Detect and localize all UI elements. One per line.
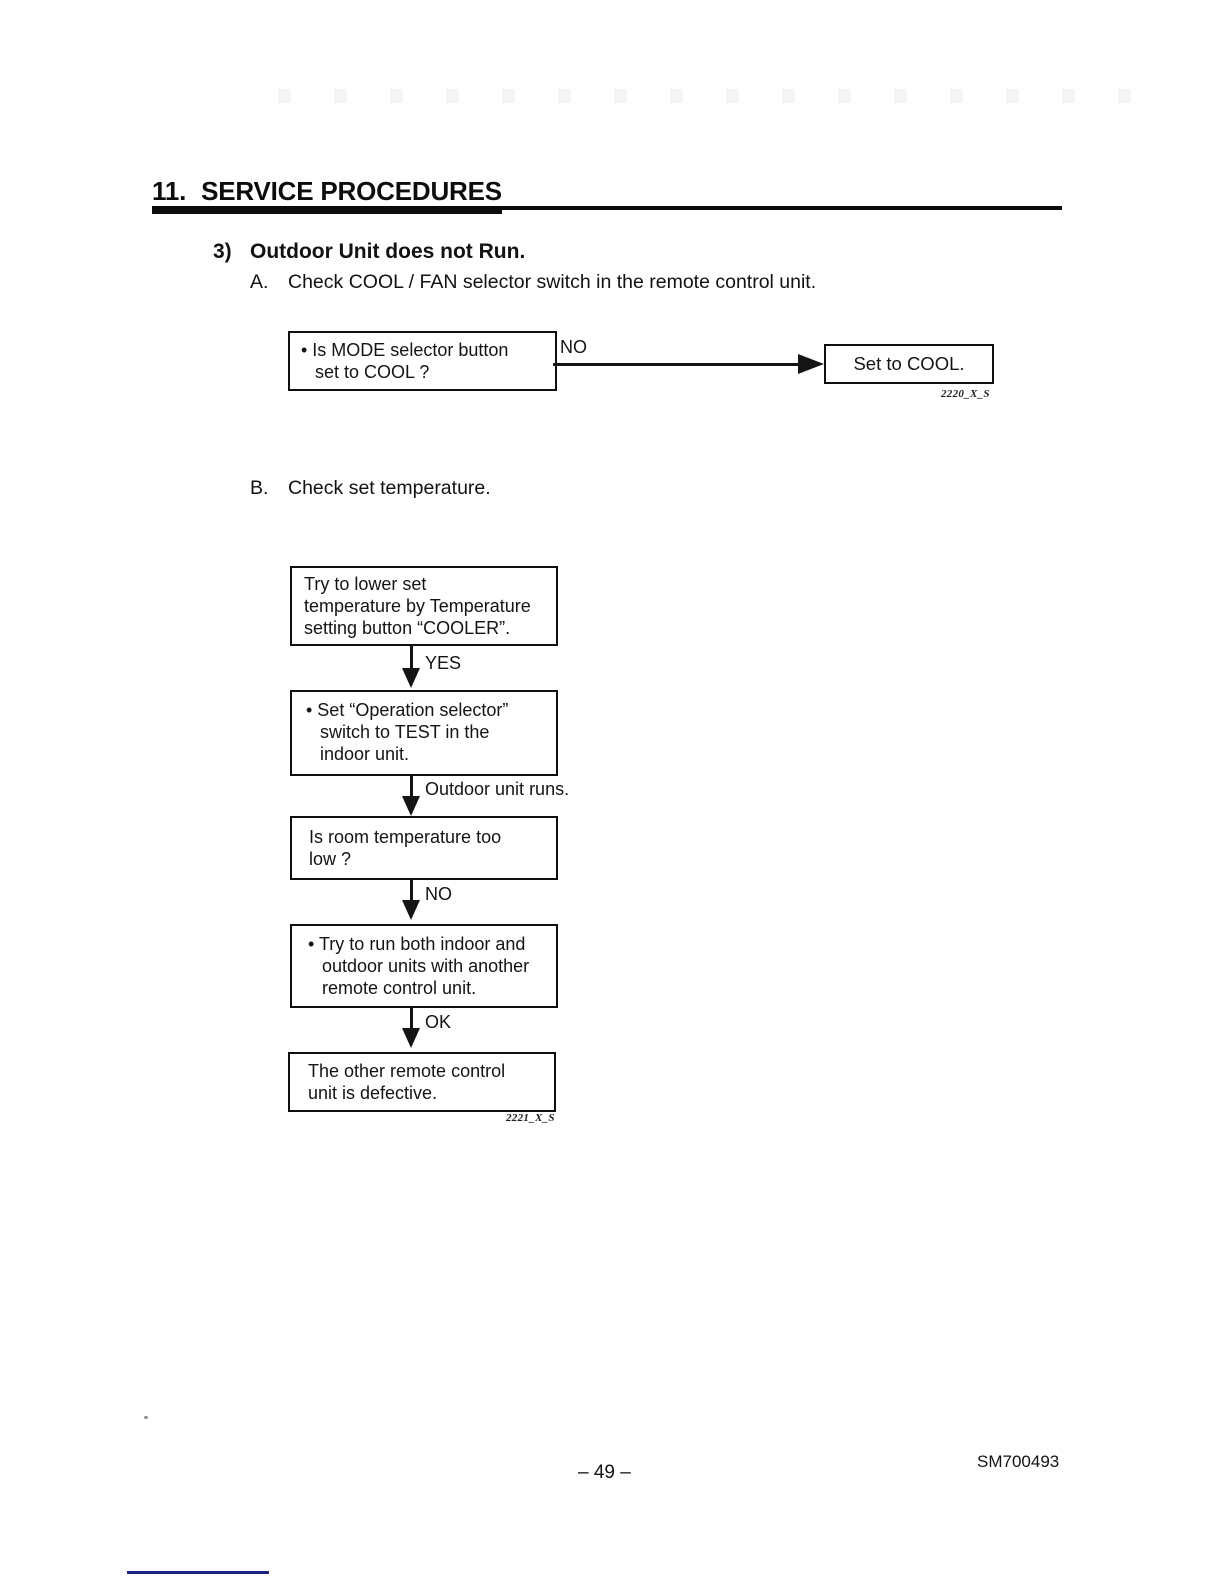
step-b-text: Check set temperature. <box>288 477 491 499</box>
box-line: low ? <box>309 849 352 869</box>
flowchart-b-box-4: • Try to run both indoor and outdoor uni… <box>290 924 558 1008</box>
step-b-label: B. <box>250 477 269 499</box>
box-line: temperature by Temperature <box>304 596 531 616</box>
page-title-text: SERVICE PROCEDURES <box>201 176 502 206</box>
figure-id-b: 2221_X_S <box>506 1112 555 1124</box>
connector-label-ok: OK <box>425 1012 452 1032</box>
box-line: switch to TEST in the <box>320 722 490 742</box>
arrow-shaft-horizontal <box>553 363 799 366</box>
section-number: 3) <box>213 240 232 263</box>
scan-artifact-strip <box>278 89 1166 103</box>
section-title: Outdoor Unit does not Run. <box>250 240 526 263</box>
arrow-head-down-icon <box>402 668 420 688</box>
connector-label-yes: YES <box>425 653 462 673</box>
branch-label-no: NO <box>560 337 587 357</box>
page-title: 11. SERVICE PROCEDURES <box>152 176 502 214</box>
arrow-head-right-icon <box>798 354 824 374</box>
footer-blue-line <box>127 1571 269 1574</box>
box-line: setting button “COOLER”. <box>304 618 511 638</box>
flowchart-a-action-box: Set to COOL. <box>824 344 994 384</box>
box-line: Try to lower set <box>304 574 427 594</box>
flowchart-b-box-1: Try to lower set temperature by Temperat… <box>290 566 558 646</box>
box-line: The other remote control <box>308 1061 506 1081</box>
box-line: set to COOL ? <box>315 362 430 382</box>
step-a-label: A. <box>250 271 269 293</box>
arrow-shaft-vertical <box>410 1008 413 1032</box>
page-number: – 49 – <box>578 1462 631 1483</box>
arrow-head-down-icon <box>402 900 420 920</box>
title-rule <box>152 206 1062 210</box>
flowchart-b-box-3: Is room temperature too low ? <box>290 816 558 880</box>
flowchart-b-box-2: • Set “Operation selector” switch to TES… <box>290 690 558 776</box>
arrow-head-down-icon <box>402 796 420 816</box>
box-line: remote control unit. <box>322 978 477 998</box>
document-number: SM700493 <box>977 1452 1060 1471</box>
connector-label-no: NO <box>425 884 452 904</box>
box-line: indoor unit. <box>320 744 410 764</box>
box-line: outdoor units with another <box>322 956 530 976</box>
arrow-shaft-vertical <box>410 880 413 904</box>
figure-id-a: 2220_X_S <box>941 388 990 400</box>
arrow-shaft-vertical <box>410 776 413 800</box>
connector-label-outdoor-runs: Outdoor unit runs. <box>425 779 570 799</box>
box-line: • Is MODE selector button <box>301 340 509 360</box>
arrow-shaft-vertical <box>410 644 413 672</box>
box-line: • Set “Operation selector” <box>306 700 509 720</box>
box-line: Is room temperature too <box>309 827 502 847</box>
arrow-head-down-icon <box>402 1028 420 1048</box>
box-line: • Try to run both indoor and <box>308 934 526 954</box>
step-a-text: Check COOL / FAN selector switch in the … <box>288 271 817 293</box>
scan-artifact-dot <box>144 1416 148 1419</box>
page-title-number: 11. <box>152 176 187 206</box>
flowchart-b-box-5: The other remote control unit is defecti… <box>288 1052 556 1112</box>
flowchart-a-question-box: • Is MODE selector button set to COOL ? <box>288 331 557 391</box>
box-line: unit is defective. <box>308 1083 438 1103</box>
